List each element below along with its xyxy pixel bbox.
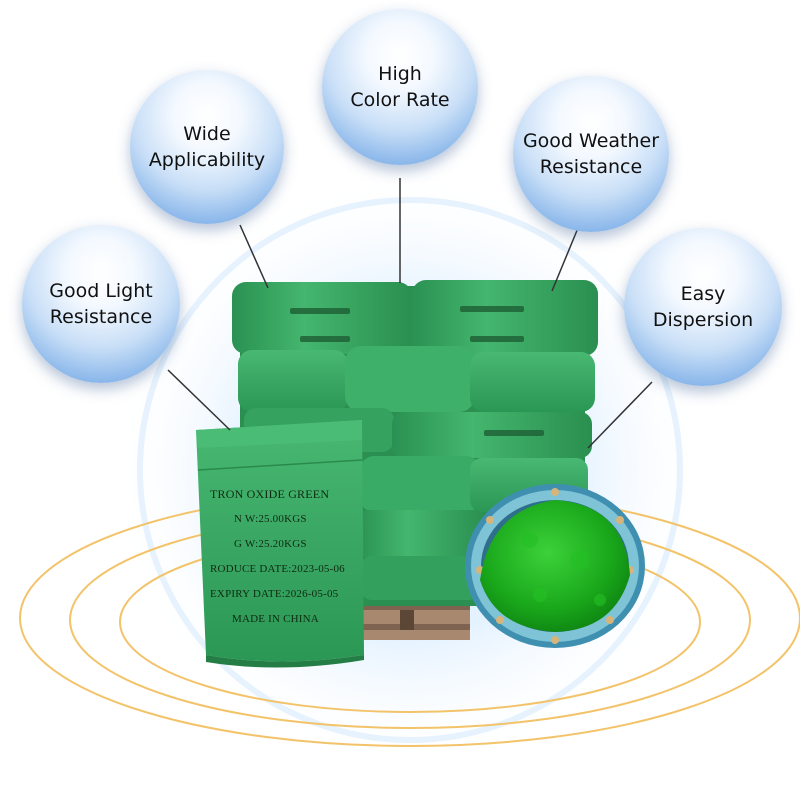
feature-label: Good Light Resistance (49, 280, 153, 328)
feature-good-weather-resistance: Good Weather Resistance (513, 76, 669, 232)
pigment-bowl (465, 484, 645, 648)
feature-good-light-resistance: Good Light Resistance (22, 225, 180, 383)
bag-label: TRON OXIDE GREEN N W:25.00KGS G W:25.20K… (210, 482, 360, 632)
feature-label: High Color Rate (350, 63, 450, 111)
connector-lines (167, 178, 653, 449)
bag-net-weight: N W:25.00KGS (234, 513, 307, 525)
feature-label: Easy Dispersion (652, 283, 754, 331)
bag-origin: MADE IN CHINA (232, 613, 319, 625)
front-bag (196, 420, 364, 668)
feature-high-color-rate: High Color Rate (322, 9, 478, 165)
feature-easy-dispersion: Easy Dispersion (624, 228, 782, 386)
bag-expiry-date: EXPIRY DATE:2026-05-05 (210, 588, 339, 600)
feature-label: Wide Applicability (148, 123, 266, 171)
bag-produce-date: RODUCE DATE:2023-05-06 (210, 563, 345, 575)
bag-product-name: TRON OXIDE GREEN (210, 487, 330, 501)
feature-label: Good Weather Resistance (522, 130, 660, 178)
bag-gross-weight: G W:25.20KGS (234, 538, 307, 550)
feature-wide-applicability: Wide Applicability (130, 70, 284, 224)
